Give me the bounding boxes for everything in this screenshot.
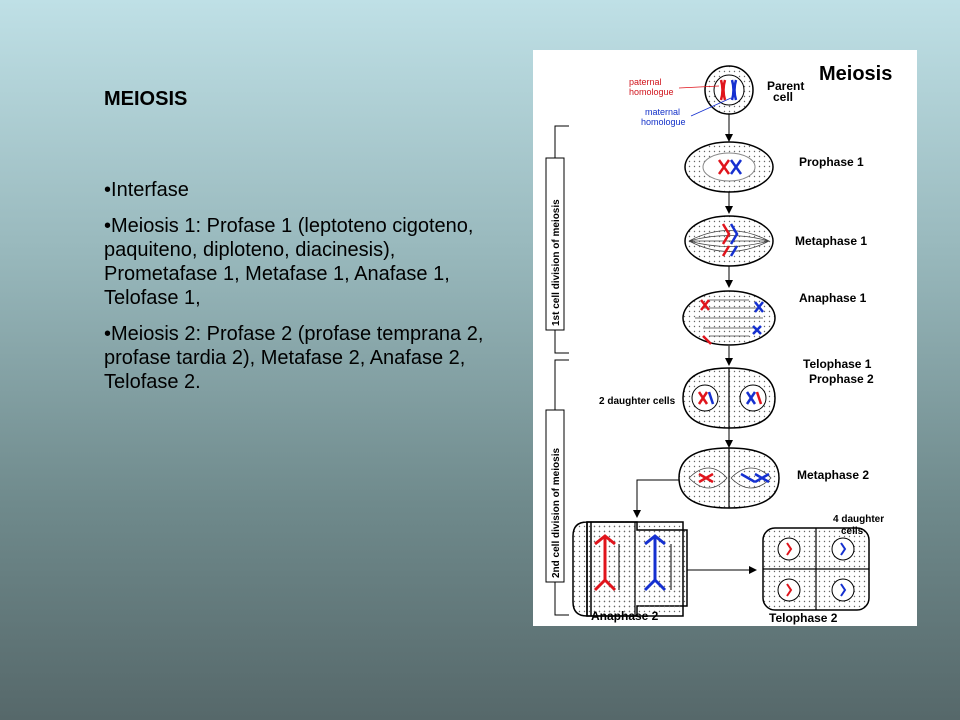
metaphase-1-label: Metaphase 1: [795, 234, 867, 248]
telophase-1-label: Telophase 1: [803, 357, 872, 371]
metaphase-2-cells: [678, 447, 780, 509]
anaphase-2-cells: [572, 521, 688, 617]
prophase-1-cell: [684, 141, 774, 193]
bullet-meiosis-2: Meiosis 2: Profase 2 (profase temprana 2…: [104, 322, 499, 394]
maternal-label-1: maternal: [645, 107, 680, 117]
four-daughter-label-2: cells: [841, 526, 864, 537]
side-label-2: 2nd cell division of meiosis: [551, 448, 562, 578]
meiosis-diagram: Meiosis 1st cell division of meiosis 2nd…: [533, 50, 917, 626]
parent-label-2: cell: [773, 90, 793, 104]
metaphase-2-label: Metaphase 2: [797, 468, 869, 482]
parent-cell: [704, 65, 754, 115]
telophase-2-label: Telophase 2: [769, 611, 838, 625]
paternal-label-1: paternal: [629, 77, 662, 87]
diagram-title: Meiosis: [819, 63, 892, 85]
maternal-label-2: homologue: [641, 117, 686, 127]
prophase-2-label: Prophase 2: [809, 372, 874, 386]
telophase-1-cells: [682, 367, 776, 429]
parent-label-1: Parent: [767, 79, 804, 93]
bullet-meiosis-1: Meiosis 1: Profase 1 (leptoteno cigoteno…: [104, 214, 499, 310]
two-daughter-label: 2 daughter cells: [599, 396, 676, 407]
bullet-list: Interfase Meiosis 1: Profase 1 (leptoten…: [104, 178, 499, 406]
anaphase-1-label: Anaphase 1: [799, 291, 867, 305]
side-label-1: 1st cell division of meiosis: [551, 199, 562, 326]
bullet-interfase: Interfase: [104, 178, 499, 202]
slide-title: MEIOSIS: [104, 88, 188, 110]
four-daughter-label-1: 4 daughter: [833, 514, 884, 525]
telophase-2-cells: [762, 527, 870, 611]
anaphase-2-label: Anaphase 2: [591, 609, 659, 623]
metaphase-1-cell: [684, 215, 774, 267]
prophase-1-label: Prophase 1: [799, 155, 864, 169]
paternal-label-2: homologue: [629, 87, 674, 97]
anaphase-1-cell: [682, 290, 776, 346]
